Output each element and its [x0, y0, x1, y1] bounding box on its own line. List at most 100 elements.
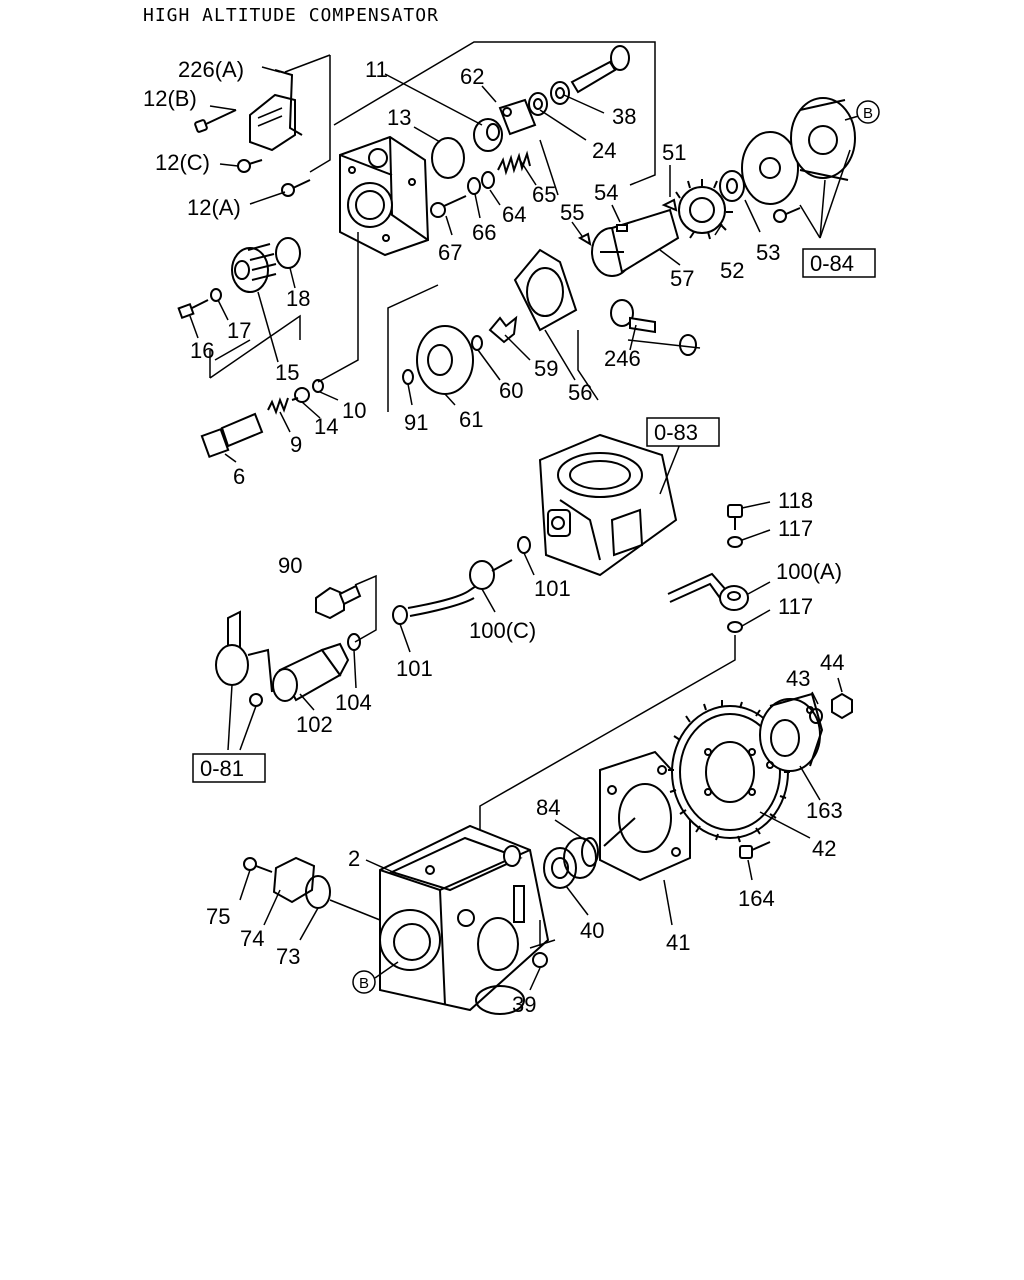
label-164: 164 [738, 886, 775, 911]
sleeve-62 [473, 98, 537, 152]
label-62: 62 [460, 64, 484, 89]
washer-117-bottom [727, 621, 743, 633]
leader-b-bottom [374, 961, 399, 979]
label-54: 54 [594, 180, 618, 205]
label-64: 64 [502, 202, 526, 227]
label-117-top: 117 [778, 516, 813, 541]
label-55: 55 [560, 200, 584, 225]
label-56: 56 [568, 380, 592, 405]
leader-lines-middle [227, 443, 771, 840]
label-101-right: 101 [534, 576, 571, 601]
label-100a: 100(A) [776, 559, 842, 584]
label-2: 2 [348, 846, 360, 871]
spring-60 [471, 335, 483, 351]
washer-43 [809, 708, 823, 724]
pump-body [379, 824, 550, 1015]
label-73: 73 [276, 944, 300, 969]
hub-163 [759, 692, 824, 772]
bolt-118 [727, 504, 743, 530]
banjo-bolt-90 [315, 584, 362, 620]
label-118: 118 [778, 488, 813, 513]
label-17: 17 [227, 318, 251, 343]
plunger-14 [291, 387, 310, 403]
cover-41 [599, 750, 691, 882]
plate-53 [719, 170, 745, 202]
label-66: 66 [472, 220, 496, 245]
plate-74 [272, 856, 316, 904]
fitting-6 [200, 412, 264, 459]
o-ring-18 [275, 237, 301, 269]
impeller-59 [488, 315, 518, 344]
bolt-16 [177, 299, 209, 320]
circle-marker-b-top-label: B [863, 105, 873, 122]
label-16: 16 [190, 338, 214, 363]
label-101-left: 101 [396, 656, 433, 681]
label-75: 75 [206, 904, 230, 929]
label-117-bottom: 117 [778, 594, 813, 619]
label-52: 52 [720, 258, 744, 283]
pin-51 [661, 198, 678, 212]
washer-64 [481, 171, 495, 189]
label-90: 90 [278, 553, 302, 578]
label-12b: 12(B) [143, 86, 197, 111]
label-104: 104 [335, 690, 372, 715]
label-67: 67 [438, 240, 462, 265]
label-9: 9 [290, 432, 302, 457]
leader-lines-top [189, 66, 863, 463]
label-39: 39 [512, 992, 536, 1017]
diagram-title: HIGH ALTITUDE COMPENSATOR [143, 5, 439, 26]
label-57: 57 [670, 266, 694, 291]
washer-117-top [727, 536, 743, 548]
label-14: 14 [314, 414, 338, 439]
solenoid-102 [272, 642, 350, 702]
o-ring-13 [431, 137, 465, 179]
washer-24 [528, 92, 548, 116]
label-74: 74 [240, 926, 264, 951]
label-102: 102 [296, 712, 333, 737]
bolt-12c [237, 159, 263, 173]
bolt-164 [739, 841, 771, 859]
label-40: 40 [580, 918, 604, 943]
label-10: 10 [342, 398, 366, 423]
seal-84 [581, 837, 599, 867]
label-84: 84 [536, 795, 560, 820]
label-13: 13 [387, 105, 411, 130]
label-53: 53 [756, 240, 780, 265]
label-61: 61 [459, 407, 483, 432]
circle-marker-b-bottom-label: B [359, 975, 369, 992]
label-100c: 100(C) [469, 618, 536, 643]
governor-housing [538, 433, 678, 577]
sleeves-246 [610, 299, 697, 356]
label-51: 51 [662, 140, 686, 165]
ref-label-0-83: 0-83 [654, 420, 698, 445]
bracket-part [249, 69, 303, 152]
label-42: 42 [812, 836, 836, 861]
washer-101-right [517, 536, 531, 554]
washer-66 [467, 177, 481, 195]
label-41: 41 [666, 930, 690, 955]
label-44: 44 [820, 650, 844, 675]
label-65: 65 [532, 182, 556, 207]
label-226a: 226(A) [178, 57, 244, 82]
bearing-40 [543, 837, 597, 889]
bolt-bracket-bolt [773, 207, 801, 223]
bracket-lines-top [209, 41, 701, 412]
label-43: 43 [786, 666, 810, 691]
nut-44 [831, 692, 853, 720]
nut-39 [532, 952, 548, 968]
label-15: 15 [275, 360, 299, 385]
bolt-12b [194, 109, 237, 133]
pipe-100c [407, 559, 513, 617]
bolt-75 [243, 857, 273, 873]
spring-9 [267, 397, 289, 415]
washer-24-hole [533, 98, 543, 110]
washer-10 [312, 379, 324, 393]
label-38: 38 [612, 104, 636, 129]
ref-label-0-84: 0-84 [810, 251, 854, 276]
label-18: 18 [286, 286, 310, 311]
washer-38-hole [555, 87, 565, 99]
label-91: 91 [404, 410, 428, 435]
ref-box-0-84: 0-84 [802, 248, 876, 278]
label-246: 246 [604, 346, 641, 371]
